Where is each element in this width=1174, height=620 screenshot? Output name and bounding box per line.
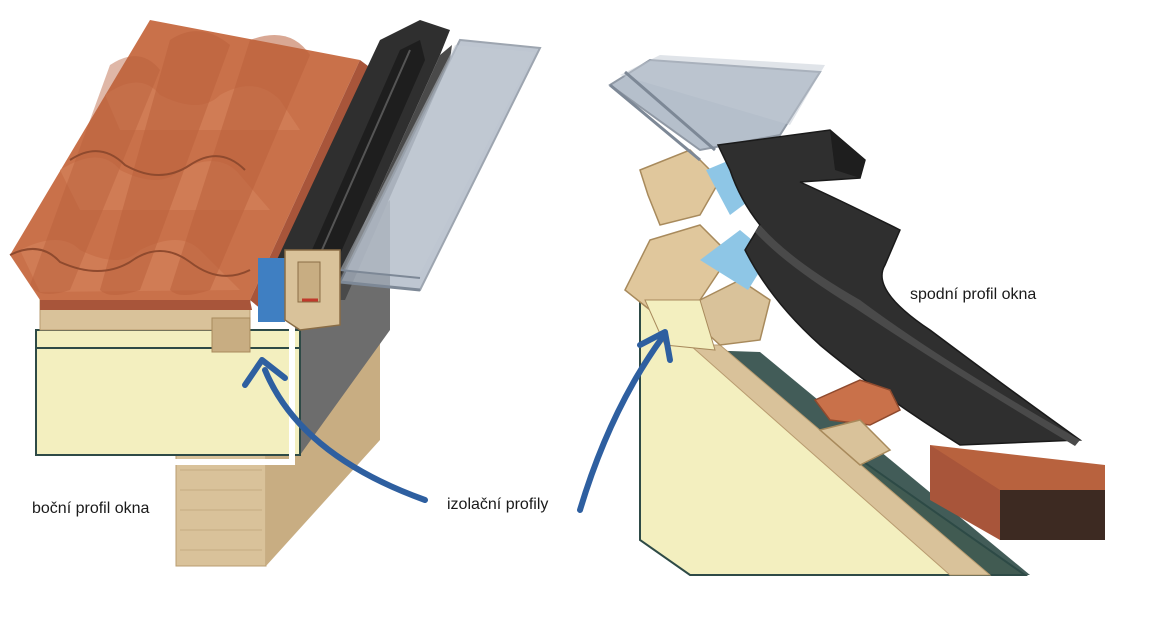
side-profile-illustration: [9, 20, 542, 567]
arrow-to-side-profile: [262, 367, 428, 503]
frame-rebate: [297, 261, 321, 303]
bottom-flashing-apron: [716, 129, 1083, 446]
wood-grain: [180, 469, 262, 551]
side-profile-label: boční profil okna: [32, 500, 150, 517]
blue-membrane: [258, 258, 285, 322]
roof-tiles: [9, 20, 368, 310]
blue-insulation-insert: [706, 160, 750, 215]
arrowhead-side: [242, 357, 288, 388]
eaves-lath: [930, 445, 1105, 540]
arrow-to-bottom-profile: [577, 335, 665, 513]
annotation-arrows: [242, 329, 673, 513]
glass-panes-bottom: [608, 55, 825, 162]
glass-panes: [338, 38, 542, 292]
tile-profile: [813, 379, 902, 426]
arrowhead-bottom: [637, 329, 673, 363]
insulation-profiles-label: izolační profily: [447, 496, 549, 513]
wood-block: [818, 419, 892, 466]
bottom-profile-illustration: [608, 55, 1105, 583]
bottom-profile-label: spodní profil okna: [910, 286, 1037, 303]
batten-end: [211, 317, 251, 353]
